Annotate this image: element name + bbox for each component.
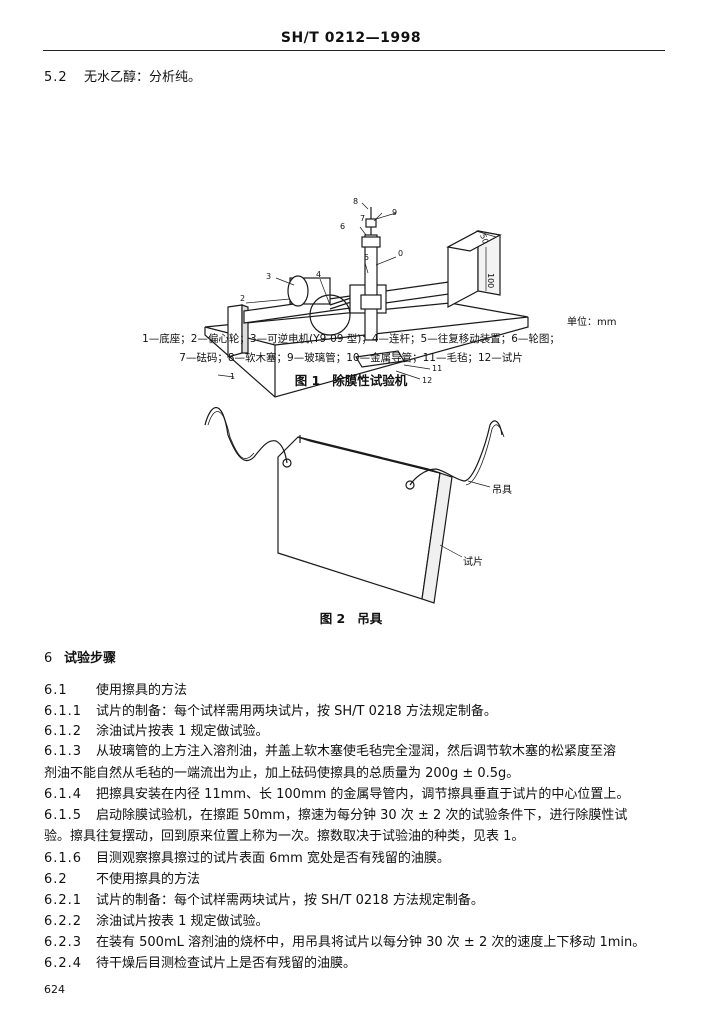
item-text: 试片的制备：每个试样需用两块试片，按 SH/T 0218 方法规定制备。 <box>96 704 497 719</box>
fig2-caption: 图 2 吊具 <box>0 608 702 627</box>
item-text: 待干燥后目测检查试片上是否有残留的油膜。 <box>96 956 357 971</box>
specimen-plate <box>277 436 441 600</box>
page-number: 624 <box>44 983 65 996</box>
fig1-label-2: 2 <box>240 294 245 303</box>
item-text: 不使用擦具的方法 <box>96 872 201 887</box>
fig1-unit: 单位：mm <box>567 317 617 328</box>
section6-heading-title: 试验步骤 <box>64 651 117 666</box>
figure1-drawing: 8 7 9 6 0 5 3 4 2 1 11 12 50 100 <box>204 197 529 398</box>
item-number: 6.1 <box>44 683 68 698</box>
item-number: 6.1.3 <box>44 744 83 759</box>
section-text: 无水乙醇：分析纯。 <box>84 70 202 85</box>
section6-item-continuation: 剂油不能自然从毛毡的一端流出为止，加上砝码使擦具的总质量为 200g ± 0.5… <box>44 766 658 782</box>
section6-item: 6.2 不使用擦具的方法 <box>44 872 658 888</box>
item-number: 6.1.2 <box>44 724 83 739</box>
eccentric-wheel <box>309 294 351 336</box>
section6-item: 6.2.1 试片的制备：每个试样需两块试片，按 SH/T 0218 方法规定制备。 <box>44 893 658 909</box>
item-number: 6.1.1 <box>44 704 83 719</box>
item-number: 6.2.1 <box>44 893 83 908</box>
item-number: 6.1.5 <box>44 808 83 823</box>
fig1-legend-line1: 1—底座；2—偏心轮；3—可逆电机(Y9-09 型)；4—连杆；5—往复移动装置… <box>142 333 560 345</box>
section6-item: 6.1.2 涂油试片按表 1 规定做试验。 <box>44 724 658 740</box>
section6-item: 6.1.4 把擦具安装在内径 11mm、长 100mm 的金属导管内，调节擦具垂直… <box>44 787 658 803</box>
fig1-label-8: 8 <box>353 197 358 206</box>
section6-item: 6.2.4 待干燥后目测检查试片上是否有残留的油膜。 <box>44 956 658 972</box>
fig1-label-9: 9 <box>392 208 397 217</box>
section6-item: 6.1.1 试片的制备：每个试样需用两块试片，按 SH/T 0218 方法规定制备… <box>44 704 658 720</box>
wire-hanger <box>204 407 503 486</box>
fig1-legend-line2: 7—砝码；8—软木塞；9—玻璃管；10—金属导管；11—毛毡；12—试片 <box>179 352 523 364</box>
fig1-dim-100: 100 <box>486 273 495 288</box>
fig2-label-hanger: 吊具 <box>492 484 512 496</box>
section6-heading-number: 6 <box>44 651 54 666</box>
fig1-label-12: 12 <box>422 376 432 385</box>
fig1-label-3: 3 <box>266 272 271 281</box>
fig2-caption-title: 吊具 <box>357 611 383 626</box>
item-text: 在装有 500mL 溶剂油的烧杯中，用吊具将试片以每分钟 30 次 ± 2 次的… <box>96 935 646 950</box>
fig2-label-specimen: 试片 <box>463 555 483 568</box>
section-number: 5.2 <box>44 70 68 85</box>
item-number: 6.1.4 <box>44 787 83 802</box>
fig1-label-6: 6 <box>340 222 345 231</box>
item-text: 试片的制备：每个试样需两块试片，按 SH/T 0218 方法规定制备。 <box>96 893 484 908</box>
item-text: 剂油不能自然从毛毡的一端流出为止，加上砝码使擦具的总质量为 200g ± 0.5… <box>44 766 520 781</box>
fig2-caption-number: 图 2 <box>319 611 346 626</box>
figure2-drawing: 吊具 试片 <box>204 407 512 604</box>
fig1-label-1: 1 <box>230 372 235 381</box>
item-number: 6.2.3 <box>44 935 83 950</box>
section6-item: 6.2.2 涂油试片按表 1 规定做试验。 <box>44 914 658 930</box>
item-text: 涂油试片按表 1 规定做试验。 <box>96 914 269 929</box>
fig1-label-0: 0 <box>398 249 403 258</box>
fig1-caption-number: 图 1 <box>294 373 321 388</box>
item-number: 6.1.6 <box>44 851 83 866</box>
item-text: 验。擦具往复摆动，回到原来位置上称为一次。擦数取决于试验油的种类，见表 1。 <box>44 829 525 844</box>
fig1-caption: 图 1 除膜性试验机 <box>0 370 702 389</box>
item-text: 启动除膜试验机，在擦距 50mm，擦速为每分钟 30 次 ± 2 次的试验条件下… <box>96 808 628 823</box>
item-number: 6.2.2 <box>44 914 83 929</box>
section-5-2: 5.2 无水乙醇：分析纯。 <box>44 70 658 86</box>
section6-heading: 6 试验步骤 <box>44 651 658 667</box>
section6-item: 6.1.6 目测观察擦具擦过的试片表面 6mm 宽处是否有残留的油膜。 <box>44 851 658 867</box>
section6-item: 6.2.3 在装有 500mL 溶剂油的烧杯中，用吊具将试片以每分钟 30 次 ±… <box>44 935 658 951</box>
header-rule <box>43 50 665 51</box>
item-text: 把擦具安装在内径 11mm、长 100mm 的金属导管内，调节擦具垂直于试片的中… <box>96 787 630 802</box>
fig1-label-5: 5 <box>364 253 369 262</box>
item-text: 使用擦具的方法 <box>96 683 188 698</box>
item-number: 6.2 <box>44 872 68 887</box>
item-text: 涂油试片按表 1 规定做试验。 <box>96 724 269 739</box>
section6-item-continuation: 验。擦具往复摆动，回到原来位置上称为一次。擦数取决于试验油的种类，见表 1。 <box>44 829 658 845</box>
fig1-dim-50: 50 <box>478 233 490 246</box>
item-text: 从玻璃管的上方注入溶剂油，并盖上软木塞使毛毡完全湿润，然后调节软木塞的松紧度至溶 <box>96 744 617 759</box>
test-specimen-fig1 <box>355 350 405 368</box>
fig1-label-7: 7 <box>360 214 365 223</box>
fig1-caption-title: 除膜性试验机 <box>332 373 408 388</box>
item-text: 目测观察擦具擦过的试片表面 6mm 宽处是否有残留的油膜。 <box>96 851 450 866</box>
fig1-label-11: 11 <box>432 364 442 373</box>
section6-item: 6.1 使用擦具的方法 <box>44 683 658 699</box>
metal-tube <box>364 234 378 341</box>
section6-item: 6.1.3 从玻璃管的上方注入溶剂油，并盖上软木塞使毛毡完全湿润，然后调节软木塞的… <box>44 744 658 760</box>
standard-code-header: SH/T 0212—1998 <box>280 30 422 46</box>
fig1-label-4: 4 <box>316 270 321 279</box>
section6-item: 6.1.5 启动除膜试验机，在擦距 50mm，擦速为每分钟 30 次 ± 2 次的… <box>44 808 658 824</box>
item-number: 6.2.4 <box>44 956 83 971</box>
